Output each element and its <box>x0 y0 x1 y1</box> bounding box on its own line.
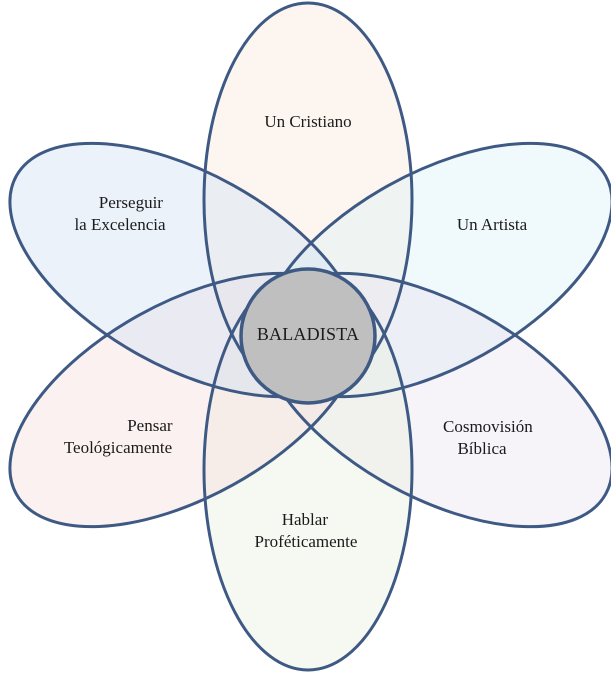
label-hablar: Hablar Proféticamente <box>255 510 358 551</box>
label-perseguir: Perseguir la Excelencia <box>74 193 167 234</box>
petal-labels: Un Cristiano Un Artista Cosmovisión Bíbl… <box>64 112 537 551</box>
label-cosmovision: Cosmovisión Bíblica <box>443 417 537 458</box>
center-circle <box>239 267 377 405</box>
label-cristiano: Un Cristiano <box>264 112 351 131</box>
label-pensar: Pensar Teológicamente <box>64 416 177 457</box>
label-artista: Un Artista <box>457 215 528 234</box>
center-label: BALADISTA <box>257 324 359 344</box>
